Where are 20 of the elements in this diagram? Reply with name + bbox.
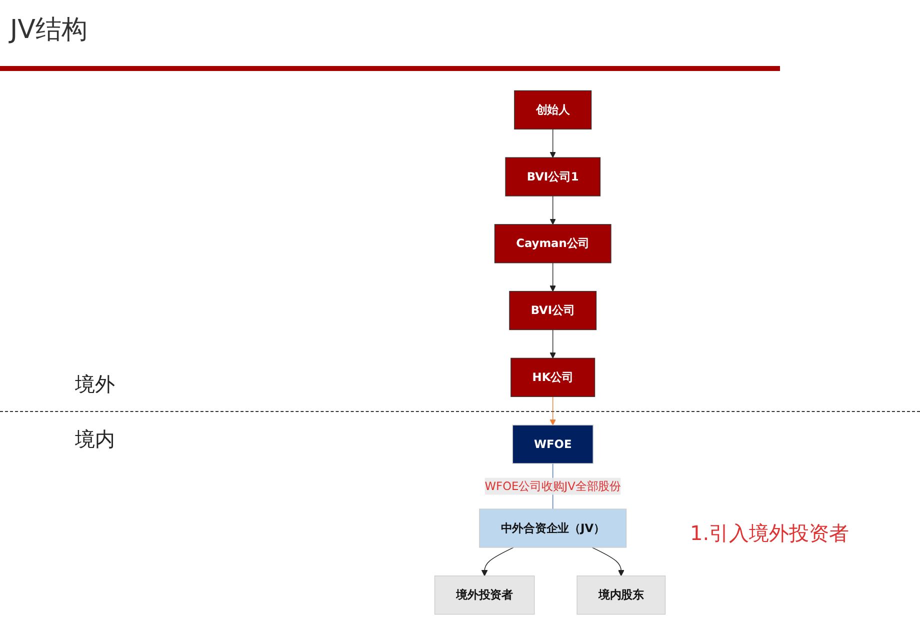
arrow (592, 547, 624, 576)
arrow (550, 196, 556, 225)
arrow (550, 329, 556, 358)
node-box (509, 290, 597, 330)
node-box (434, 576, 535, 615)
node-box (494, 224, 612, 264)
region-label: 境内 (75, 426, 115, 453)
node-box (510, 358, 596, 397)
annotation: 1.引入境外投资者 (690, 520, 850, 547)
arrow (481, 547, 514, 576)
arrow (550, 128, 556, 158)
title: JV结构 (10, 14, 88, 47)
arrow (550, 262, 556, 292)
node-box (512, 424, 594, 464)
arrow (550, 396, 556, 426)
node-box (514, 90, 592, 130)
node-box (505, 157, 601, 196)
node-box (576, 576, 666, 615)
region-label: 境外 (75, 370, 115, 398)
node-box (479, 508, 627, 548)
